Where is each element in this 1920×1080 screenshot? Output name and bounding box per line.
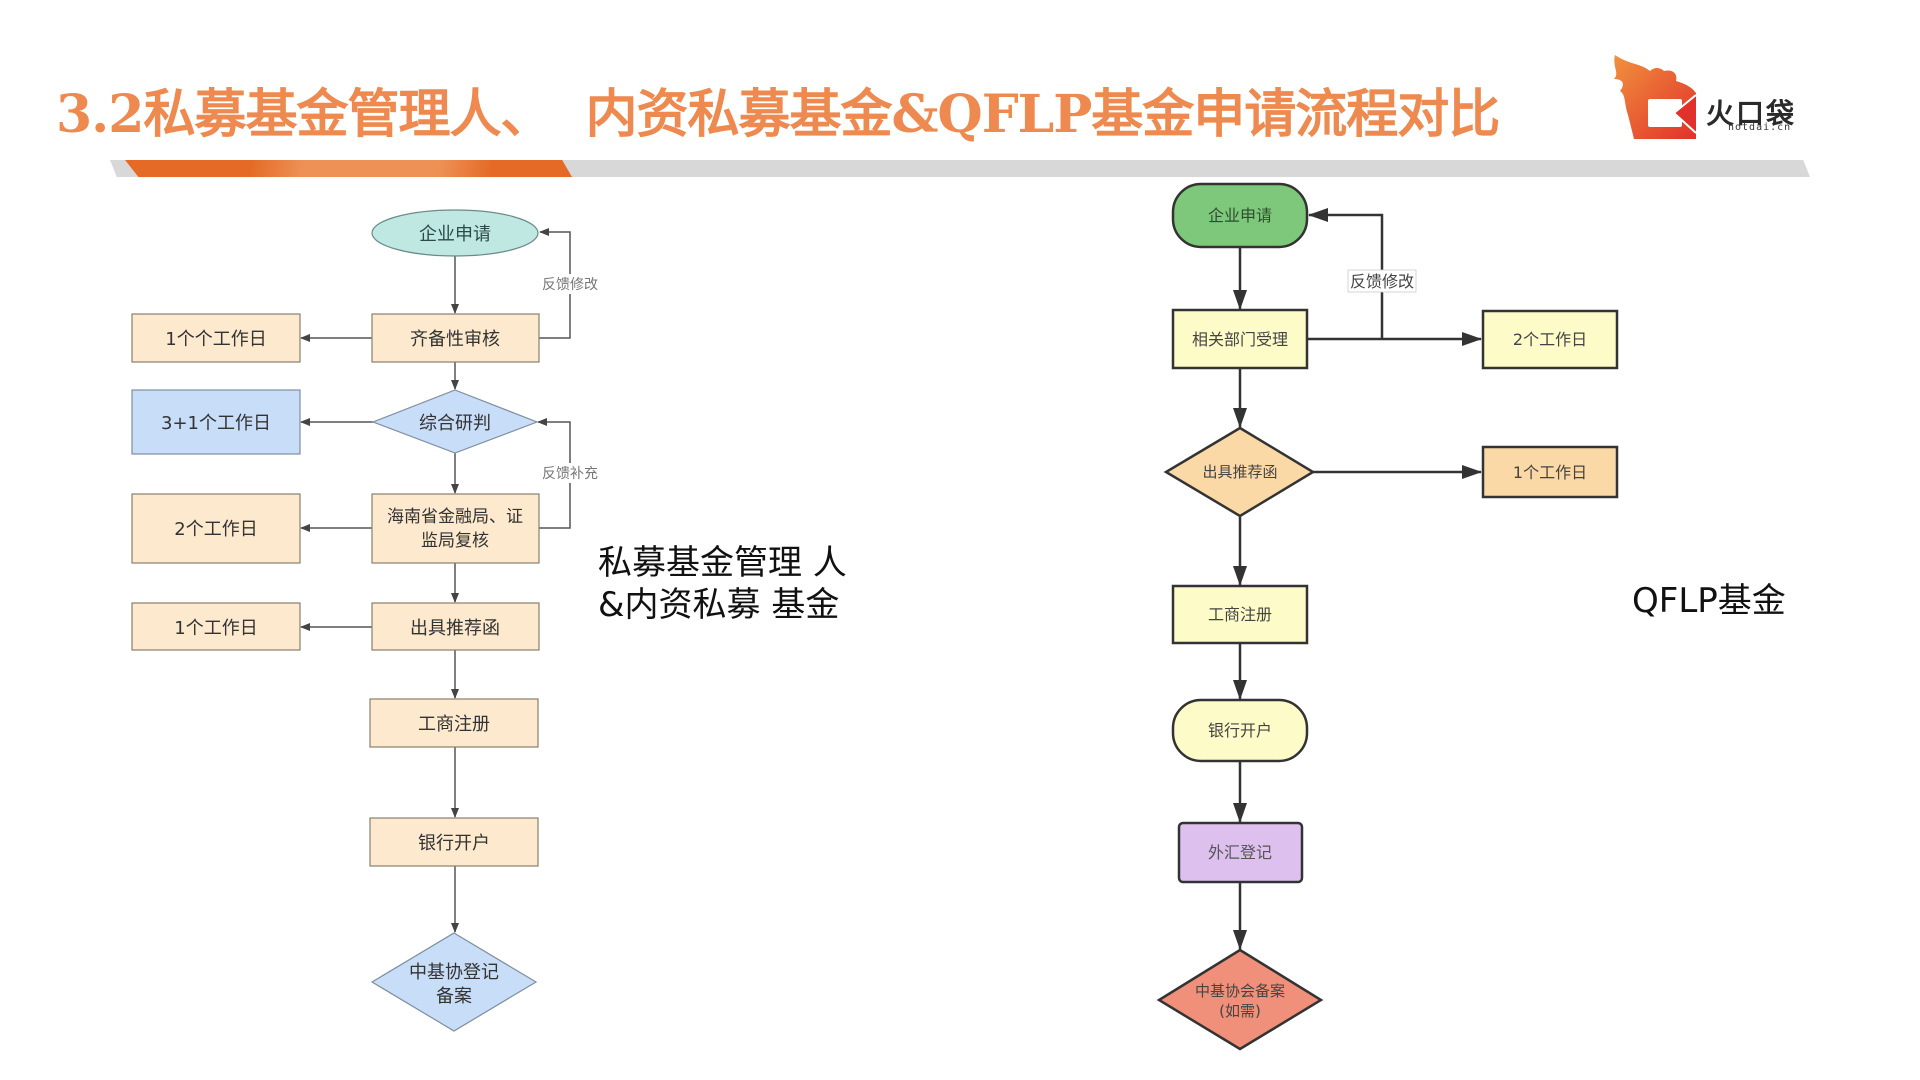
right-register-label: 工商注册 xyxy=(1208,605,1272,624)
left-recheck-duration-label: 2个工作日 xyxy=(174,519,257,540)
right-accept-duration-node xyxy=(1481,309,1619,370)
right-amac-node xyxy=(1156,948,1324,1051)
left-letter-duration-node xyxy=(131,602,301,651)
left-recheck-label-line2: 监局复核 xyxy=(421,531,489,551)
page-title: 3.2私募基金管理人、内资私募基金&QFLP基金申请流程对比 xyxy=(56,80,1500,150)
right-amac-label-line1: 中基协会备案 xyxy=(1195,982,1285,1000)
right-amac-label-line2: (如需) xyxy=(1219,1002,1261,1020)
left-flowchart: 反馈修改 反馈补充 企业申请 齐备性审核 1个个工作日 综合研判 3+1个工作日… xyxy=(131,209,602,1032)
feedback-modify-connector xyxy=(1308,208,1384,339)
right-flow-caption: QFLP基金 xyxy=(1632,581,1786,621)
left-study-node xyxy=(371,389,539,454)
left-recheck-node xyxy=(371,493,540,564)
right-bank-node xyxy=(1171,698,1309,763)
right-start-node xyxy=(1171,182,1309,249)
right-feedback-modify-label: 反馈修改 xyxy=(1350,272,1414,291)
title-part-2: 内资私募基金&QFLP基金申请流程对比 xyxy=(585,84,1500,145)
left-review-duration-node xyxy=(131,313,301,363)
logo-brand-name: 火口袋 xyxy=(1706,97,1797,130)
left-recheck-duration-node xyxy=(131,493,301,564)
left-study-duration-node xyxy=(131,389,301,455)
right-accept-node xyxy=(1171,308,1309,370)
left-letter-duration-label: 1个工作日 xyxy=(174,618,257,639)
feedback-supplement-label: 反馈补充 xyxy=(542,466,598,482)
right-bank-label: 银行开户 xyxy=(1208,721,1272,740)
title-underline-accent xyxy=(125,160,572,177)
right-letter-duration-label: 1个工作日 xyxy=(1513,463,1587,482)
left-review-duration-label: 1个个工作日 xyxy=(165,329,266,350)
right-letter-duration-node xyxy=(1481,445,1619,499)
left-review-node xyxy=(371,313,540,363)
right-start-label: 企业申请 xyxy=(1208,206,1272,225)
feedback-modify-label: 反馈修改 xyxy=(542,277,598,293)
left-amac-node xyxy=(370,932,538,1032)
right-letter-label: 出具推荐函 xyxy=(1202,463,1277,481)
logo-domain: hotdai.cn xyxy=(1728,122,1792,133)
right-flowchart: 反馈修改 企业申请 相关部门受理 2个工作日 出具推荐函 1个工作日 工商注册 … xyxy=(1156,182,1619,1051)
left-register-label: 工商注册 xyxy=(418,714,490,735)
left-study-label: 综合研判 xyxy=(419,413,491,434)
title-part-1: 3.2私募基金管理人、 xyxy=(56,84,552,145)
left-recheck-label-line1: 海南省金融局、证 xyxy=(387,507,523,527)
left-amac-label-line2: 备案 xyxy=(436,986,472,1007)
right-forex-label: 外汇登记 xyxy=(1208,843,1272,862)
left-letter-label: 出具推荐函 xyxy=(410,618,500,639)
right-register-node xyxy=(1171,584,1309,645)
left-bank-node xyxy=(369,817,539,867)
left-study-duration-label: 3+1个工作日 xyxy=(161,413,271,434)
left-review-label: 齐备性审核 xyxy=(410,329,500,350)
left-flow-caption: 私募基金管理 人 &内资私募 基金 xyxy=(598,542,847,626)
left-start-label: 企业申请 xyxy=(419,224,491,245)
left-letter-node xyxy=(371,602,540,651)
right-letter-node xyxy=(1163,426,1316,518)
left-caption-line2: &内资私募 基金 xyxy=(598,585,840,625)
left-amac-label-line1: 中基协登记 xyxy=(409,962,499,983)
left-bank-label: 银行开户 xyxy=(418,833,490,854)
right-accept-duration-label: 2个工作日 xyxy=(1513,330,1587,349)
right-accept-label: 相关部门受理 xyxy=(1192,330,1288,349)
left-register-node xyxy=(369,698,539,748)
flame-envelope-logo-icon xyxy=(1614,55,1697,139)
left-start-node xyxy=(371,209,539,257)
left-caption-line1: 私募基金管理 人 xyxy=(598,543,847,583)
right-forex-node xyxy=(1177,821,1304,884)
